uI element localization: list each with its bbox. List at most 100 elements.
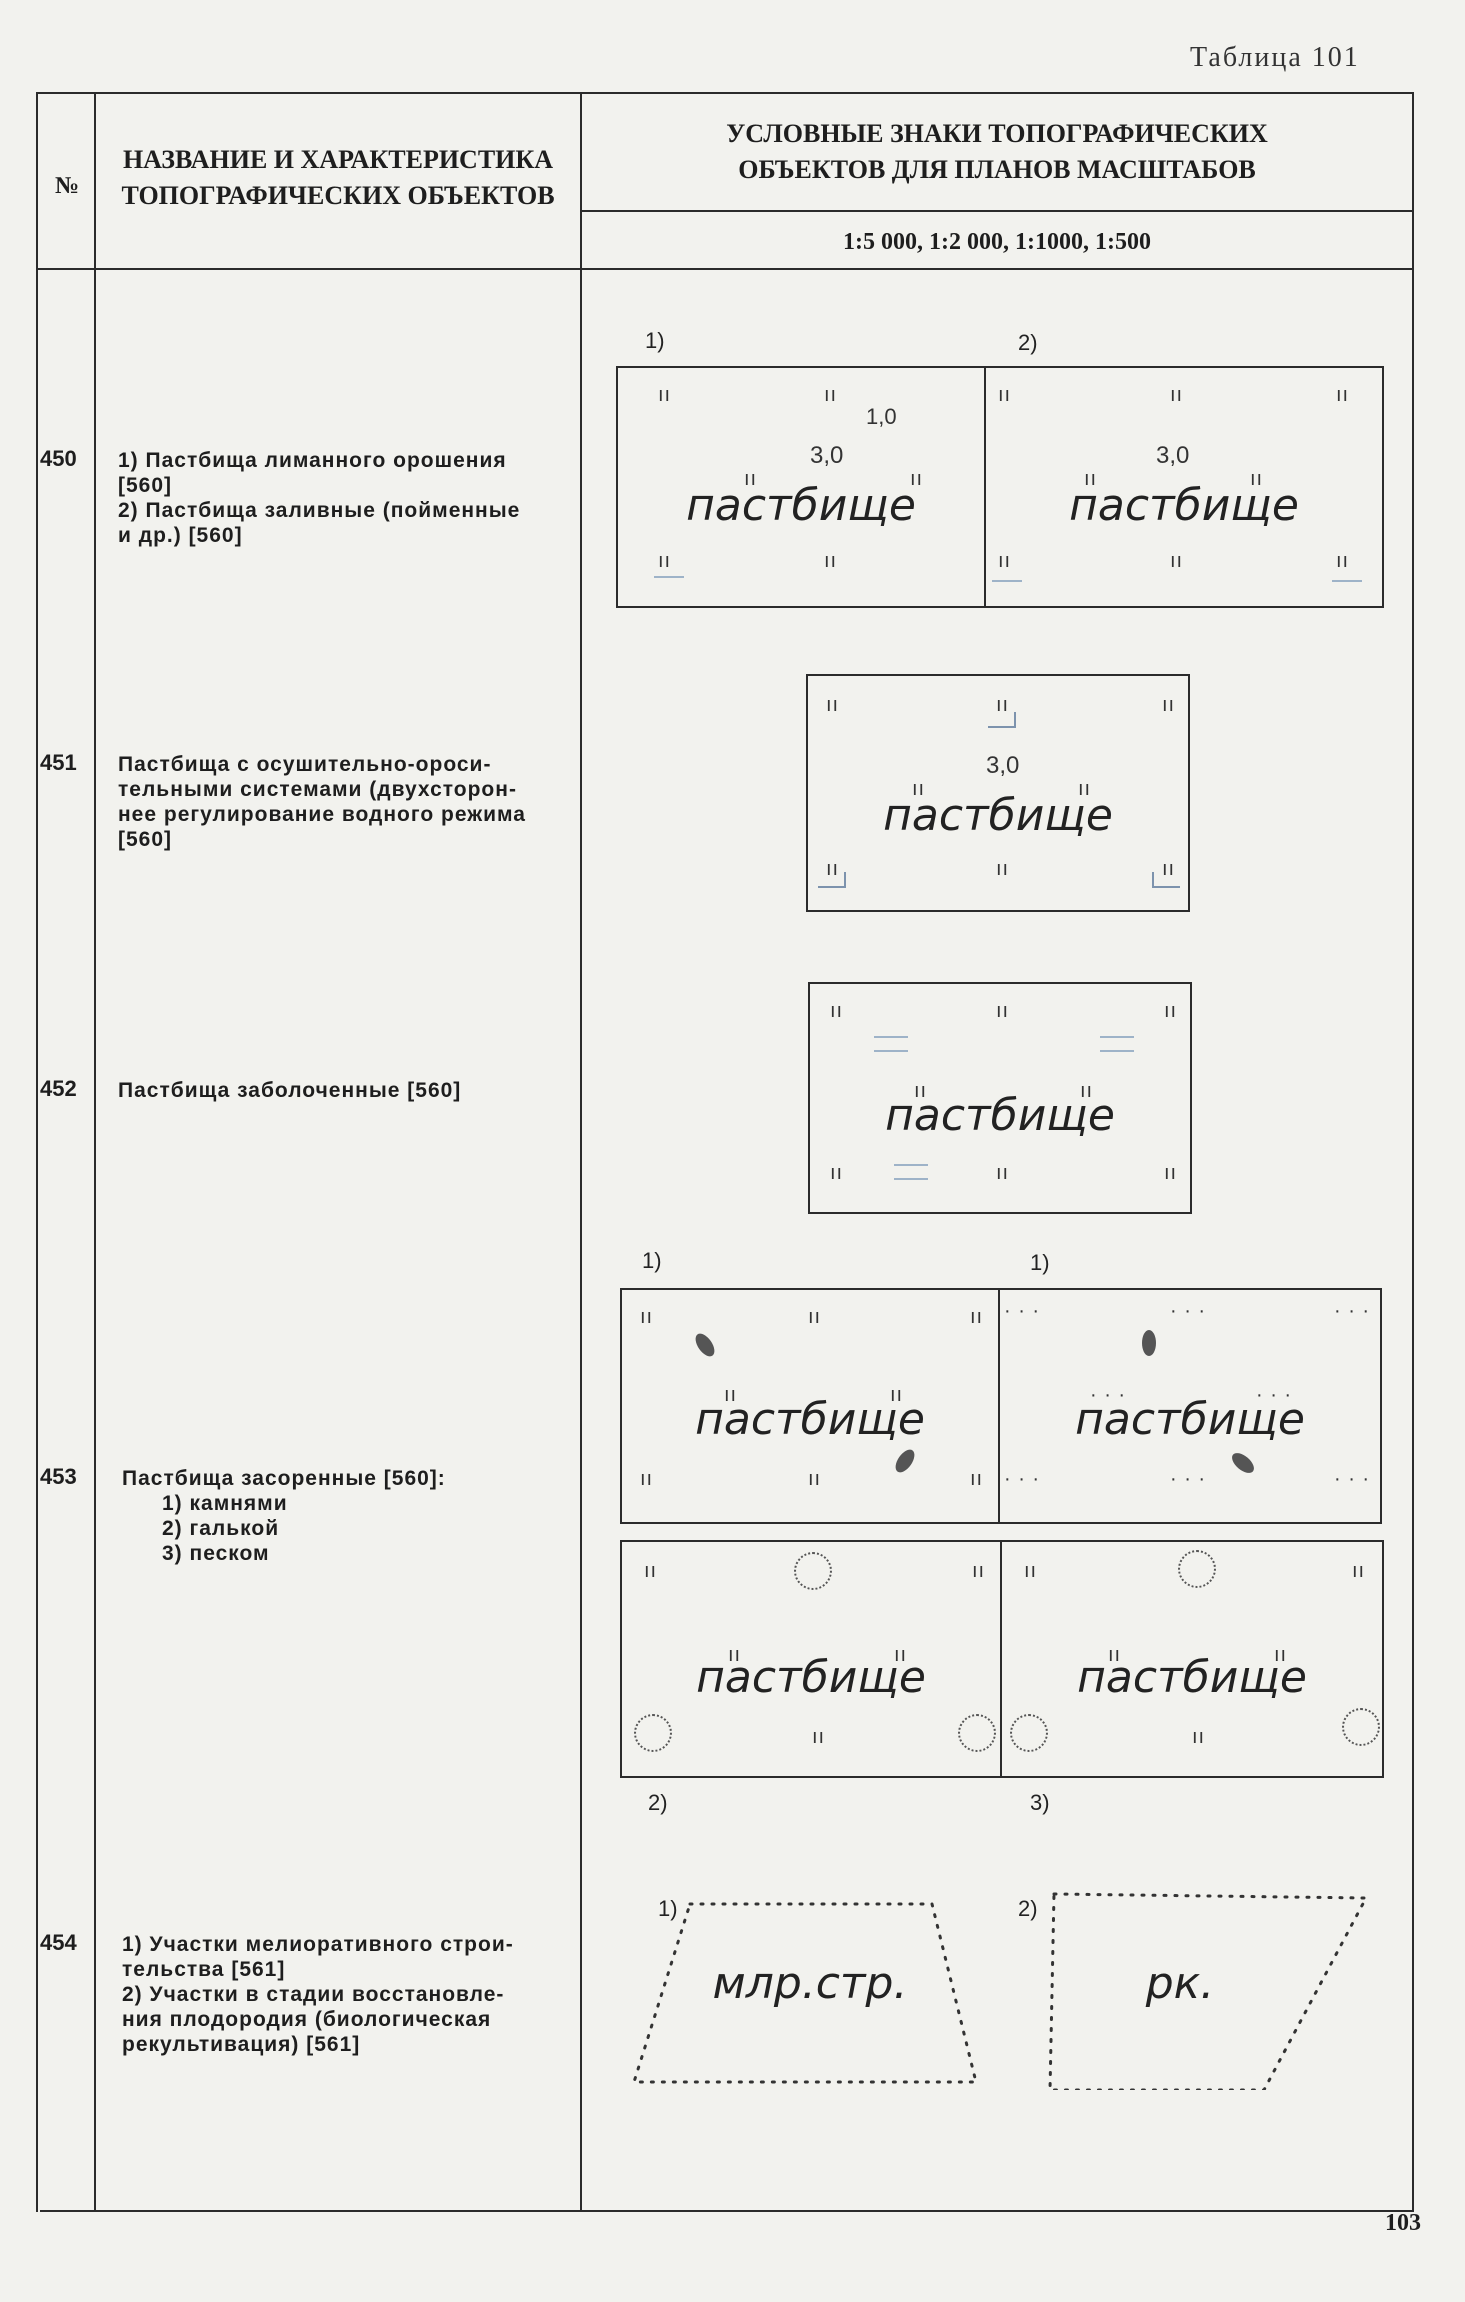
- grass-tick: ıı: [914, 1080, 928, 1102]
- stone-icon: [1142, 1330, 1156, 1356]
- grass-tick: ıı: [640, 1306, 654, 1328]
- table-border-scales-top: [580, 210, 1414, 212]
- row-450-line-1: 1) Пастбища лиманного орошения: [118, 449, 507, 472]
- row-452-description: Пастбища заболоченные [560]: [118, 1078, 568, 1103]
- header-symbols-line-2: ОБЪЕКТОВ ДЛЯ ПЛАНОВ МАСШТАБОВ: [738, 155, 1256, 184]
- grass-tick: ıı: [912, 778, 926, 800]
- grass-tick: ıı: [996, 1162, 1010, 1184]
- sand-icon: [1342, 1708, 1380, 1746]
- grass-tick: ıı: [1024, 1560, 1038, 1582]
- row-454-description: 1) Участки мелиоративного строи- тельств…: [122, 1932, 572, 2057]
- grass-tick: ıı: [744, 468, 758, 490]
- header-symbols: УСЛОВНЫЕ ЗНАКИ ТОПОГРАФИЧЕСКИХ ОБЪЕКТОВ …: [582, 116, 1412, 188]
- row-454-line-5: рекультивация) [561]: [122, 2033, 361, 2056]
- grass-tick: ıı: [1164, 1162, 1178, 1184]
- pebble-icon: [634, 1714, 672, 1752]
- stone-icon: [891, 1446, 919, 1476]
- grass-tick: ıı: [1336, 384, 1350, 406]
- header-number: №: [54, 173, 80, 199]
- grass-tick: ıı: [1162, 858, 1176, 880]
- row-450-sublabel-2: 2): [1018, 330, 1038, 355]
- grass-tick: ıı: [1162, 694, 1176, 716]
- table-border-bottom: [40, 2210, 1414, 2212]
- row-454-line-2: тельства [561]: [122, 1958, 286, 1981]
- symbol-box-453-2: ıı ıı ıı ıı пастбище ıı: [620, 1540, 1002, 1778]
- grass-tick: ıı: [972, 1560, 986, 1582]
- row-453-number: 453: [40, 1464, 77, 1489]
- symbol-word: пастбище: [883, 790, 1113, 841]
- grass-tick: ıı: [970, 1306, 984, 1328]
- marsh-icon: [894, 1164, 928, 1180]
- water-line-icon: [1332, 580, 1362, 582]
- grass-tick: ıı: [644, 1560, 658, 1582]
- grass-tick: ıı: [724, 1384, 738, 1406]
- grass-tick: ıı: [830, 1000, 844, 1022]
- row-453-sublabel-3: 3): [1030, 1790, 1050, 1815]
- row-453-sublabel-1b: 1): [1030, 1250, 1050, 1275]
- sand-icon: [1010, 1714, 1048, 1752]
- row-450-sublabel-1: 1): [645, 328, 665, 353]
- grass-tick: ıı: [1108, 1644, 1122, 1666]
- symbol-box-450-1: ıı ıı 1,0 3,0 ıı ıı пастбище ıı ıı: [616, 366, 986, 608]
- grass-tick: ıı: [996, 858, 1010, 880]
- symbol-box-450-2: ıı ıı ıı 3,0 ıı ıı пастбище ıı ıı ıı: [984, 366, 1384, 608]
- drainage-corner-icon: [988, 712, 1016, 728]
- header-name: НАЗВАНИЕ И ХАРАКТЕРИСТИКА ТОПОГРАФИЧЕСКИ…: [96, 142, 580, 214]
- row-451-description: Пастбища с осушительно-ороси- тельными с…: [118, 752, 568, 852]
- row-451-line-2: тельными системами (двухсторон-: [118, 778, 517, 801]
- symbol-word: пастбище: [1077, 1652, 1307, 1703]
- stone-icon: [691, 1330, 719, 1360]
- table-caption: Таблица 101: [1190, 42, 1360, 73]
- symbol-box-453-1a: ıı ıı ıı ıı ıı пастбище ıı ıı ıı: [620, 1288, 1000, 1524]
- dimension-label: 1,0: [866, 404, 897, 429]
- grass-tick: ıı: [812, 1726, 826, 1748]
- row-451-line-3: нее регулирование водного режима: [118, 803, 526, 826]
- row-453-sublabel-2: 2): [648, 1790, 668, 1815]
- grass-tick: ıı: [890, 1384, 904, 1406]
- water-line-icon: [654, 576, 684, 578]
- grass-tick: ıı: [1192, 1726, 1206, 1748]
- grass-tick: ıı: [728, 1644, 742, 1666]
- grass-tick: ıı: [970, 1468, 984, 1490]
- grass-tick: ıı: [1084, 468, 1098, 490]
- grass-tick: ıı: [830, 1162, 844, 1184]
- row-453-description: Пастбища засоренные [560]: 1) камнями 2)…: [122, 1466, 572, 1566]
- row-450-line-4: и др.) [560]: [118, 524, 243, 547]
- symbol-box-453-3: ıı ıı ıı ıı пастбище ıı: [1000, 1540, 1384, 1778]
- row-452-line-1: Пастбища заболоченные [560]: [118, 1079, 462, 1102]
- drainage-corner-icon: [1152, 872, 1180, 888]
- page-number: 103: [1385, 2210, 1421, 2236]
- grass-tick: ıı: [824, 384, 838, 406]
- row-450-line-2: [560]: [118, 474, 173, 497]
- dimension-label: 3,0: [810, 442, 844, 469]
- table-divider-num: [94, 92, 96, 2212]
- table-border-header-bottom: [36, 268, 1414, 270]
- row-454-line-3: 2) Участки в стадии восстановле-: [122, 1983, 505, 2006]
- dimension-label: 3,0: [986, 752, 1020, 779]
- header-name-line-1: НАЗВАНИЕ И ХАРАКТЕРИСТИКА: [122, 145, 554, 174]
- row-454-line-4: ния плодородия (биологическая: [122, 2008, 492, 2031]
- symbol-word: пастбище: [696, 1652, 926, 1703]
- row-454-sublabel-1: 1): [658, 1896, 678, 1921]
- grass-tick: ıı: [1170, 384, 1184, 406]
- symbol-word: пастбище: [1075, 1394, 1305, 1445]
- symbol-box-451: ıı ıı ıı 3,0 ıı ıı пастбище ıı ıı ıı: [806, 674, 1190, 912]
- grass-tick: ıı: [1274, 1644, 1288, 1666]
- grass-tick: ıı: [808, 1306, 822, 1328]
- grass-tick: ıı: [1352, 1560, 1366, 1582]
- row-453-line-1: Пастбища засоренные [560]:: [122, 1467, 446, 1490]
- row-450-description: 1) Пастбища лиманного орошения [560] 2) …: [118, 448, 568, 548]
- row-453-line-2: 1) камнями: [162, 1492, 288, 1515]
- stone-icon: [1228, 1449, 1258, 1477]
- grass-tick: ıı: [826, 858, 840, 880]
- pebble-icon: [794, 1552, 832, 1590]
- grass-tick: ıı: [996, 694, 1010, 716]
- row-451-line-1: Пастбища с осушительно-ороси-: [118, 753, 492, 776]
- row-454-sublabel-2: 2): [1018, 1896, 1038, 1921]
- row-453-line-3: 2) галькой: [162, 1517, 280, 1540]
- row-452-number: 452: [40, 1076, 77, 1101]
- grass-tick: ıı: [910, 468, 924, 490]
- row-451-line-4: [560]: [118, 828, 173, 851]
- grass-tick: ıı: [658, 384, 672, 406]
- symbol-box-452: ıı ıı ıı ıı ıı пастбище ıı ıı ıı: [808, 982, 1192, 1214]
